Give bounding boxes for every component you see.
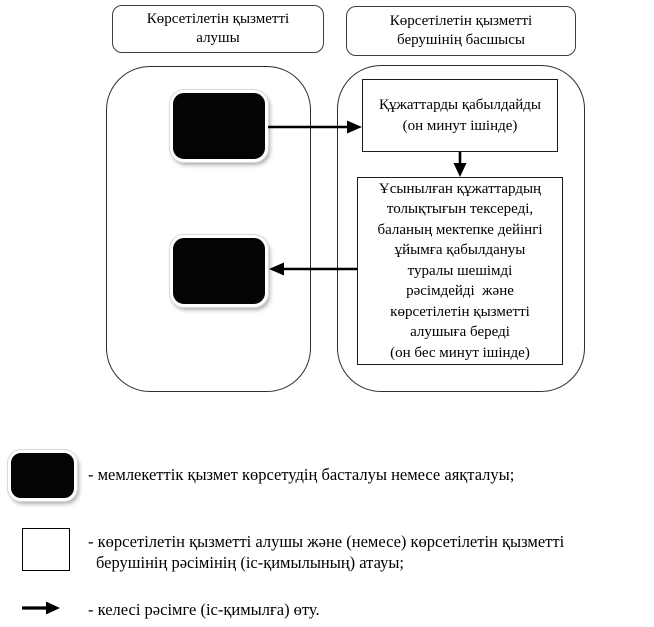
step-check-and-issue-decision: Ұсынылған құжаттардың толықтығын тексере… xyxy=(357,177,563,365)
legend-start-end-label: - мемлекеттік қызмет көрсетудің басталуы… xyxy=(88,465,515,484)
legend-procedure-label: - көрсетілетін қызметті алушы және (неме… xyxy=(88,532,565,572)
step-accept-documents: Құжаттарды қабылдайды (он минут ішінде) xyxy=(362,79,558,152)
legend-arrow-label: - келесі рәсімге (іс-қимылға) өту. xyxy=(88,600,320,619)
header-service-provider-head: Көрсетілетін қызметті берушінің басшысы xyxy=(346,6,576,56)
legend-procedure-symbol xyxy=(22,528,70,571)
header-service-recipient: Көрсетілетін қызметті алушы xyxy=(112,5,324,53)
start-node xyxy=(170,90,268,162)
end-node xyxy=(170,235,268,307)
legend-start-end-symbol xyxy=(8,450,77,501)
